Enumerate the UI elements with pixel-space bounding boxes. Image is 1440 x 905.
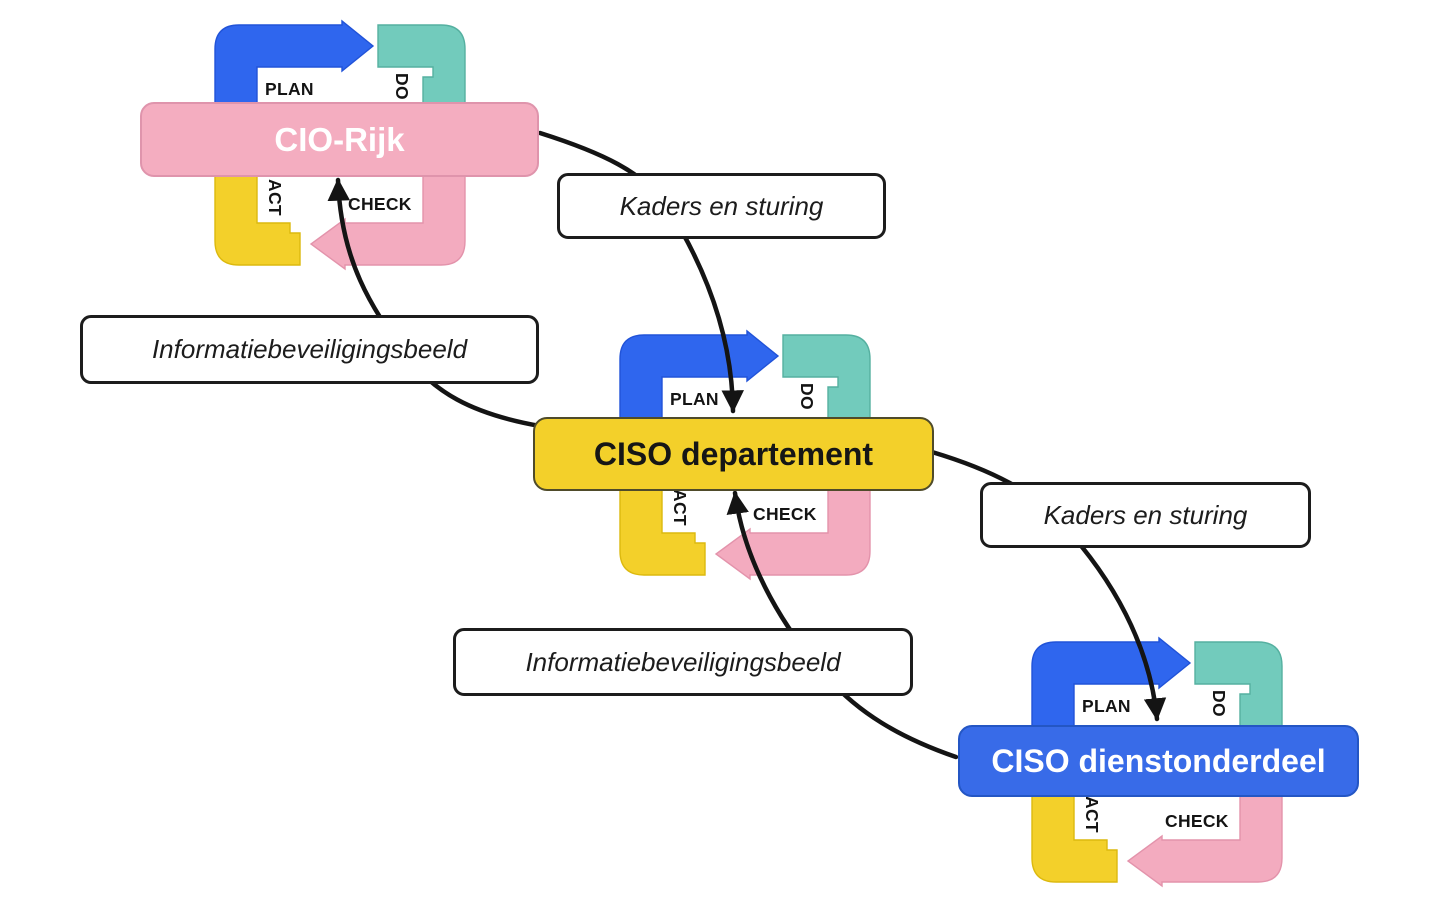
connector-label-text: Informatiebeveiligingsbeeld <box>525 646 841 677</box>
banner-cio-rijk: CIO-Rijk <box>140 102 539 177</box>
do-label: DO <box>797 383 817 410</box>
do-label: DO <box>392 73 412 100</box>
check-label: CHECK <box>1165 811 1229 831</box>
plan-label: PLAN <box>265 79 314 99</box>
plan-arrow-icon <box>214 19 375 122</box>
act-label: ACT <box>265 179 285 216</box>
pdca-cycle-cio-rijk: PLAN DO ACT CHECK <box>214 19 466 271</box>
banner-ciso-dienstonderdeel-label: CISO dienstonderdeel <box>991 742 1326 779</box>
plan-label: PLAN <box>670 389 719 409</box>
plan-label: PLAN <box>1082 696 1131 716</box>
act-arrow-icon <box>214 160 301 266</box>
act-arrow-icon <box>619 470 706 576</box>
do-arrow-icon <box>377 24 466 122</box>
banner-ciso-dienstonderdeel: CISO dienstonderdeel <box>958 725 1359 797</box>
connector-label-text: Kaders en sturing <box>619 190 824 221</box>
do-label: DO <box>1209 690 1229 717</box>
check-arrow-icon <box>309 160 466 271</box>
arrow-informatiebeveiligingsbeeld-departement-to-cio <box>327 177 543 429</box>
plan-arrow-icon <box>1031 636 1192 739</box>
do-arrow-icon <box>782 334 871 432</box>
banner-cio-rijk-label: CIO-Rijk <box>274 120 405 158</box>
check-arrow-icon <box>1126 777 1283 888</box>
connector-label-text: Informatiebeveiligingsbeeld <box>151 334 468 364</box>
plan-arrow-icon <box>619 329 780 432</box>
act-label: ACT <box>1082 796 1102 833</box>
pdca-cycle-ciso-departement: PLAN DO ACT CHECK <box>619 329 871 581</box>
pdca-cycle-ciso-dienstonderdeel: PLAN DO ACT CHECK <box>1031 636 1283 888</box>
connector-label-informatiebeveiligingsbeeld-2: Informatiebeveiligingsbeeld <box>453 628 913 696</box>
connector-label-kaders-en-sturing-2: Kaders en sturing <box>980 482 1311 548</box>
banner-ciso-departement: CISO departement <box>533 417 934 491</box>
act-arrow-icon <box>1031 777 1118 883</box>
connector-label-informatiebeveiligingsbeeld-1: Informatiebeveiligingsbeeld <box>80 315 539 384</box>
connector-label-kaders-en-sturing-1: Kaders en sturing <box>557 173 886 239</box>
do-arrow-icon <box>1194 641 1283 739</box>
arrow-informatiebeveiligingsbeeld-dienstonderdeel-to-departement <box>726 490 959 760</box>
act-label: ACT <box>670 489 690 526</box>
connector-label-text: Kaders en sturing <box>1043 499 1248 530</box>
check-label: CHECK <box>753 504 817 524</box>
check-label: CHECK <box>348 194 412 214</box>
banner-ciso-departement-label: CISO departement <box>593 435 874 472</box>
